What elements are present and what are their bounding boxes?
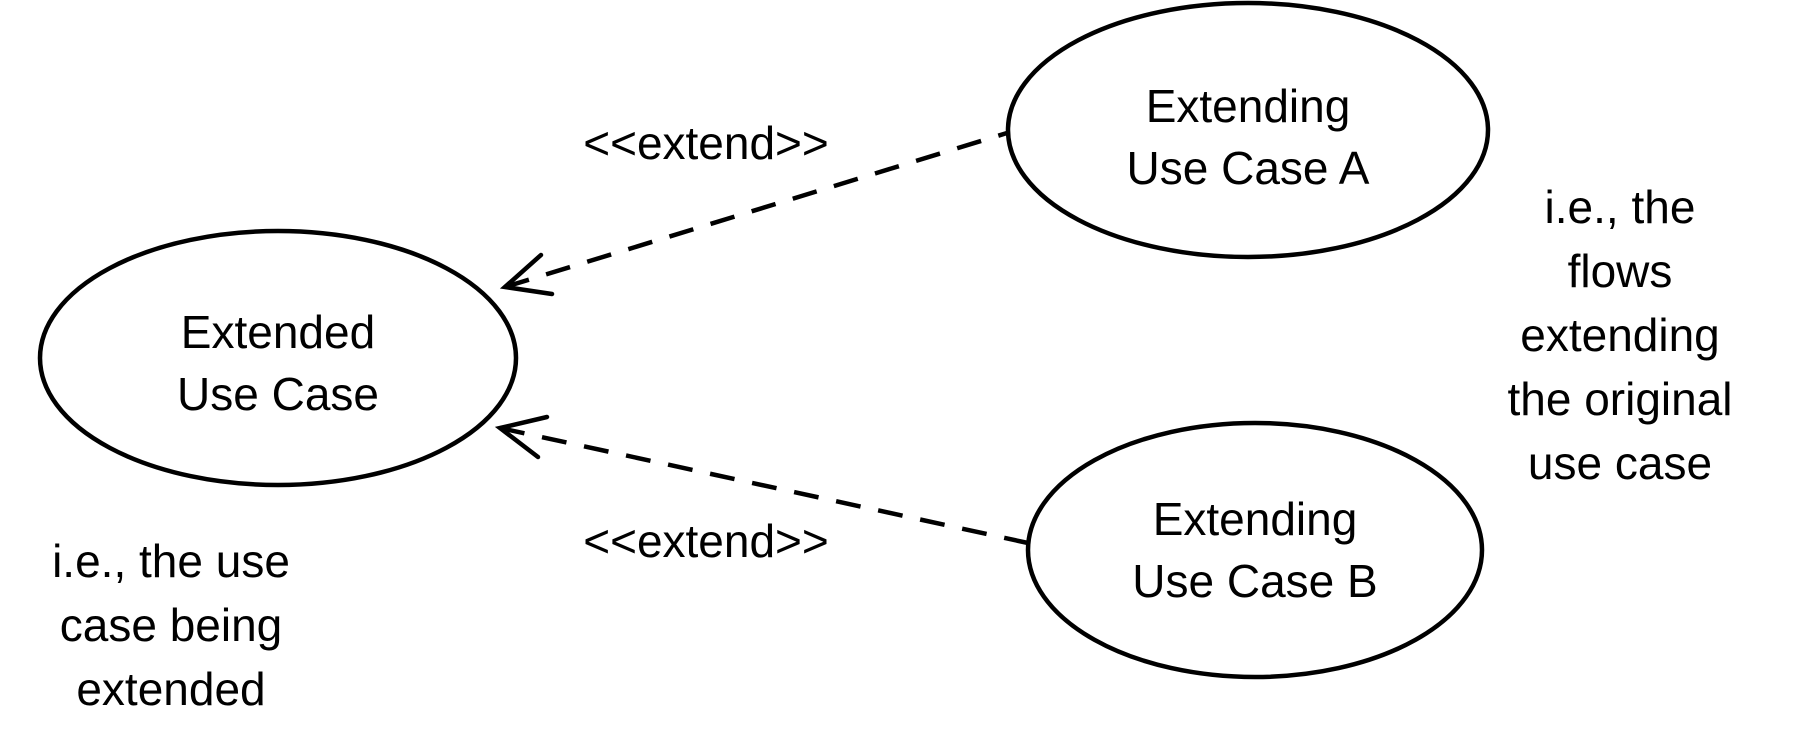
extending-use-case-a-label-line2: Use Case A	[1126, 142, 1370, 194]
note-right-line5: use case	[1527, 437, 1713, 489]
note-extended-use-case: i.e., the use case being extended	[52, 529, 290, 721]
note-right-line3: extending	[1520, 309, 1720, 361]
note-extending-flows: i.e., the flows extending the original u…	[1507, 175, 1732, 495]
extend-connector-bottom	[499, 425, 1029, 546]
extending-use-case-b-ellipse	[1025, 420, 1485, 680]
note-right-line1: i.e., the	[1544, 181, 1696, 233]
note-left-line2: case being	[59, 599, 283, 651]
extended-use-case-label: Extended Use Case	[177, 301, 379, 425]
extending-use-case-b-label-line1: Extending	[1152, 493, 1358, 545]
note-left-line3: extended	[76, 663, 266, 715]
extending-use-case-b-label: Extending Use Case B	[1132, 488, 1377, 612]
extend-stereotype-top: <<extend>>	[583, 117, 829, 169]
note-right-line4: the original	[1507, 373, 1733, 425]
extend-stereotype-bottom: <<extend>>	[583, 515, 829, 567]
extend-connector-top	[504, 130, 1008, 290]
extended-use-case-label-line2: Use Case	[177, 368, 379, 420]
arrowhead-top-icon	[499, 252, 555, 297]
extended-use-case-label-line1: Extended	[180, 306, 376, 358]
arrowhead-bottom-icon	[494, 414, 550, 460]
extending-use-case-b-label-line2: Use Case B	[1132, 555, 1378, 607]
extending-use-case-a-label: Extending Use Case A	[1127, 75, 1370, 199]
extending-use-case-a-label-line1: Extending	[1145, 80, 1351, 132]
extended-use-case-ellipse	[37, 228, 519, 488]
note-right-line2: flows	[1567, 245, 1673, 297]
extending-use-case-a-ellipse	[1005, 0, 1491, 260]
note-left-line1: i.e., the use	[52, 535, 290, 587]
